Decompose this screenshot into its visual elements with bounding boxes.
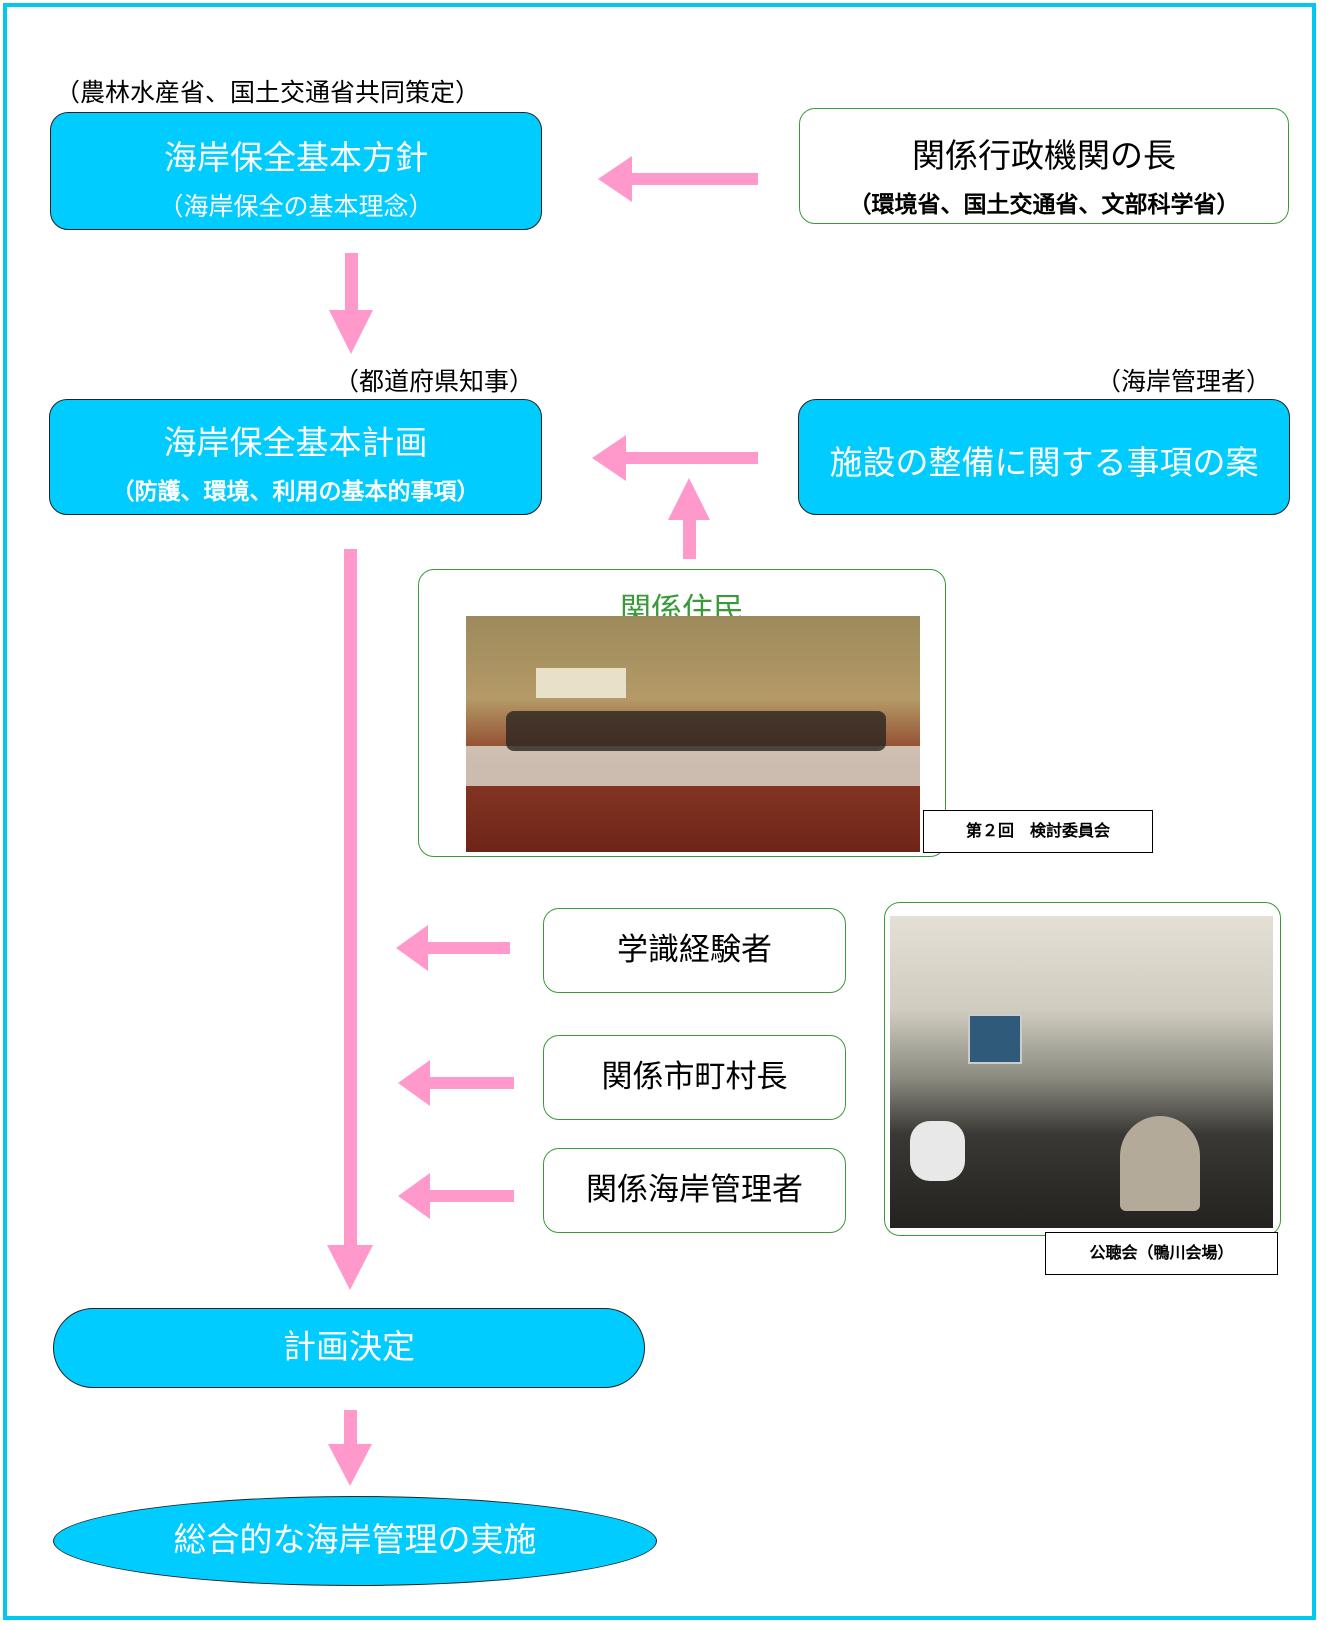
photo-audience-hat <box>1120 1116 1200 1211</box>
basic-plan-title: 海岸保全基本計画 <box>163 423 428 462</box>
basic-policy-subtitle: （海岸保全の基本理念） <box>158 192 434 221</box>
admin-heads-title: 関係行政機関の長 <box>912 136 1176 175</box>
arrow-mayors-to-line <box>398 1060 514 1106</box>
admin-heads-box: 関係行政機関の長 （環境省、国土交通省、文部科学省） <box>799 108 1289 224</box>
arrow-coast-managers-to-line <box>398 1173 514 1219</box>
photo-signboard <box>536 668 626 698</box>
arrow-admin-to-policy <box>598 156 758 202</box>
coast-managers-box: 関係海岸管理者 <box>543 1148 846 1233</box>
photo-people <box>506 711 886 751</box>
photo-screen <box>968 1014 1022 1064</box>
basic-policy-box: 海岸保全基本方針 （海岸保全の基本理念） <box>50 112 542 230</box>
arrow-plan-to-decision <box>327 549 373 1290</box>
committee-photo-caption: 第２回 検討委員会 <box>923 810 1153 853</box>
hearing-photo-caption: 公聴会（鴨川会場） <box>1045 1232 1278 1275</box>
arrow-experts-to-line <box>396 925 510 971</box>
facility-plan-note: （海岸管理者） <box>1096 367 1272 396</box>
committee-photo <box>466 616 920 852</box>
implementation-ellipse: 総合的な海岸管理の実施 <box>53 1496 657 1586</box>
basic-plan-note: （都道府県知事） <box>334 367 535 396</box>
basic-plan-subtitle: （防護、環境、利用の基本的事項） <box>111 479 480 505</box>
facility-plan-title: 施設の整備に関する事項の案 <box>829 443 1259 482</box>
outer-frame <box>3 3 1316 1620</box>
admin-heads-subtitle: （環境省、国土交通省、文部科学省） <box>848 192 1240 218</box>
arrow-policy-to-plan <box>329 253 373 354</box>
facility-plan-box: 施設の整備に関する事項の案 <box>798 399 1290 515</box>
hearing-photo <box>890 916 1273 1228</box>
basic-policy-note: （農林水産省、国土交通省共同策定） <box>55 78 481 107</box>
arrow-decision-to-implementation <box>328 1410 372 1486</box>
arrow-residents-to-plan <box>668 478 710 559</box>
experts-box: 学識経験者 <box>543 908 846 993</box>
mayors-box: 関係市町村長 <box>543 1035 846 1120</box>
basic-policy-title: 海岸保全基本方針 <box>164 138 428 177</box>
basic-plan-box: 海岸保全基本計画 （防護、環境、利用の基本的事項） <box>49 399 542 515</box>
photo-audience-white <box>910 1121 965 1181</box>
arrow-facility-to-plan <box>592 435 758 481</box>
decision-box: 計画決定 <box>53 1308 645 1388</box>
photo-tables <box>466 746 920 786</box>
